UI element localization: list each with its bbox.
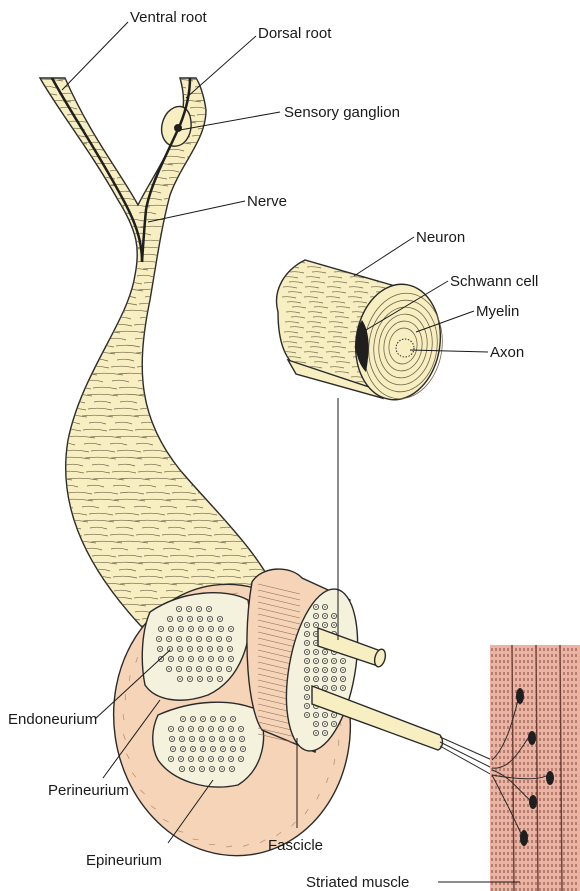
leader-neuron xyxy=(354,237,414,276)
label-neuron: Neuron xyxy=(416,229,465,246)
muscle-fill xyxy=(490,645,580,891)
label-endoneurium: Endoneurium xyxy=(8,711,97,728)
leader-ventral-root xyxy=(62,22,128,90)
label-sensory-ganglion: Sensory ganglion xyxy=(284,104,400,121)
label-striated-muscle: Striated muscle xyxy=(306,874,409,891)
label-dorsal-root: Dorsal root xyxy=(258,25,332,42)
label-epineurium: Epineurium xyxy=(86,852,162,869)
leader-dorsal-root xyxy=(186,36,256,98)
label-nerve: Nerve xyxy=(247,193,287,210)
label-perineurium: Perineurium xyxy=(48,782,129,799)
axon-core xyxy=(396,339,414,357)
label-fascicle: Fascicle xyxy=(268,837,323,854)
label-axon: Axon xyxy=(490,344,524,361)
striated-muscle-block xyxy=(490,645,580,891)
nerve-cross-section xyxy=(96,569,492,871)
label-schwann-cell: Schwann cell xyxy=(450,273,538,290)
label-myelin: Myelin xyxy=(476,303,519,320)
label-ventral-root: Ventral root xyxy=(130,9,208,26)
